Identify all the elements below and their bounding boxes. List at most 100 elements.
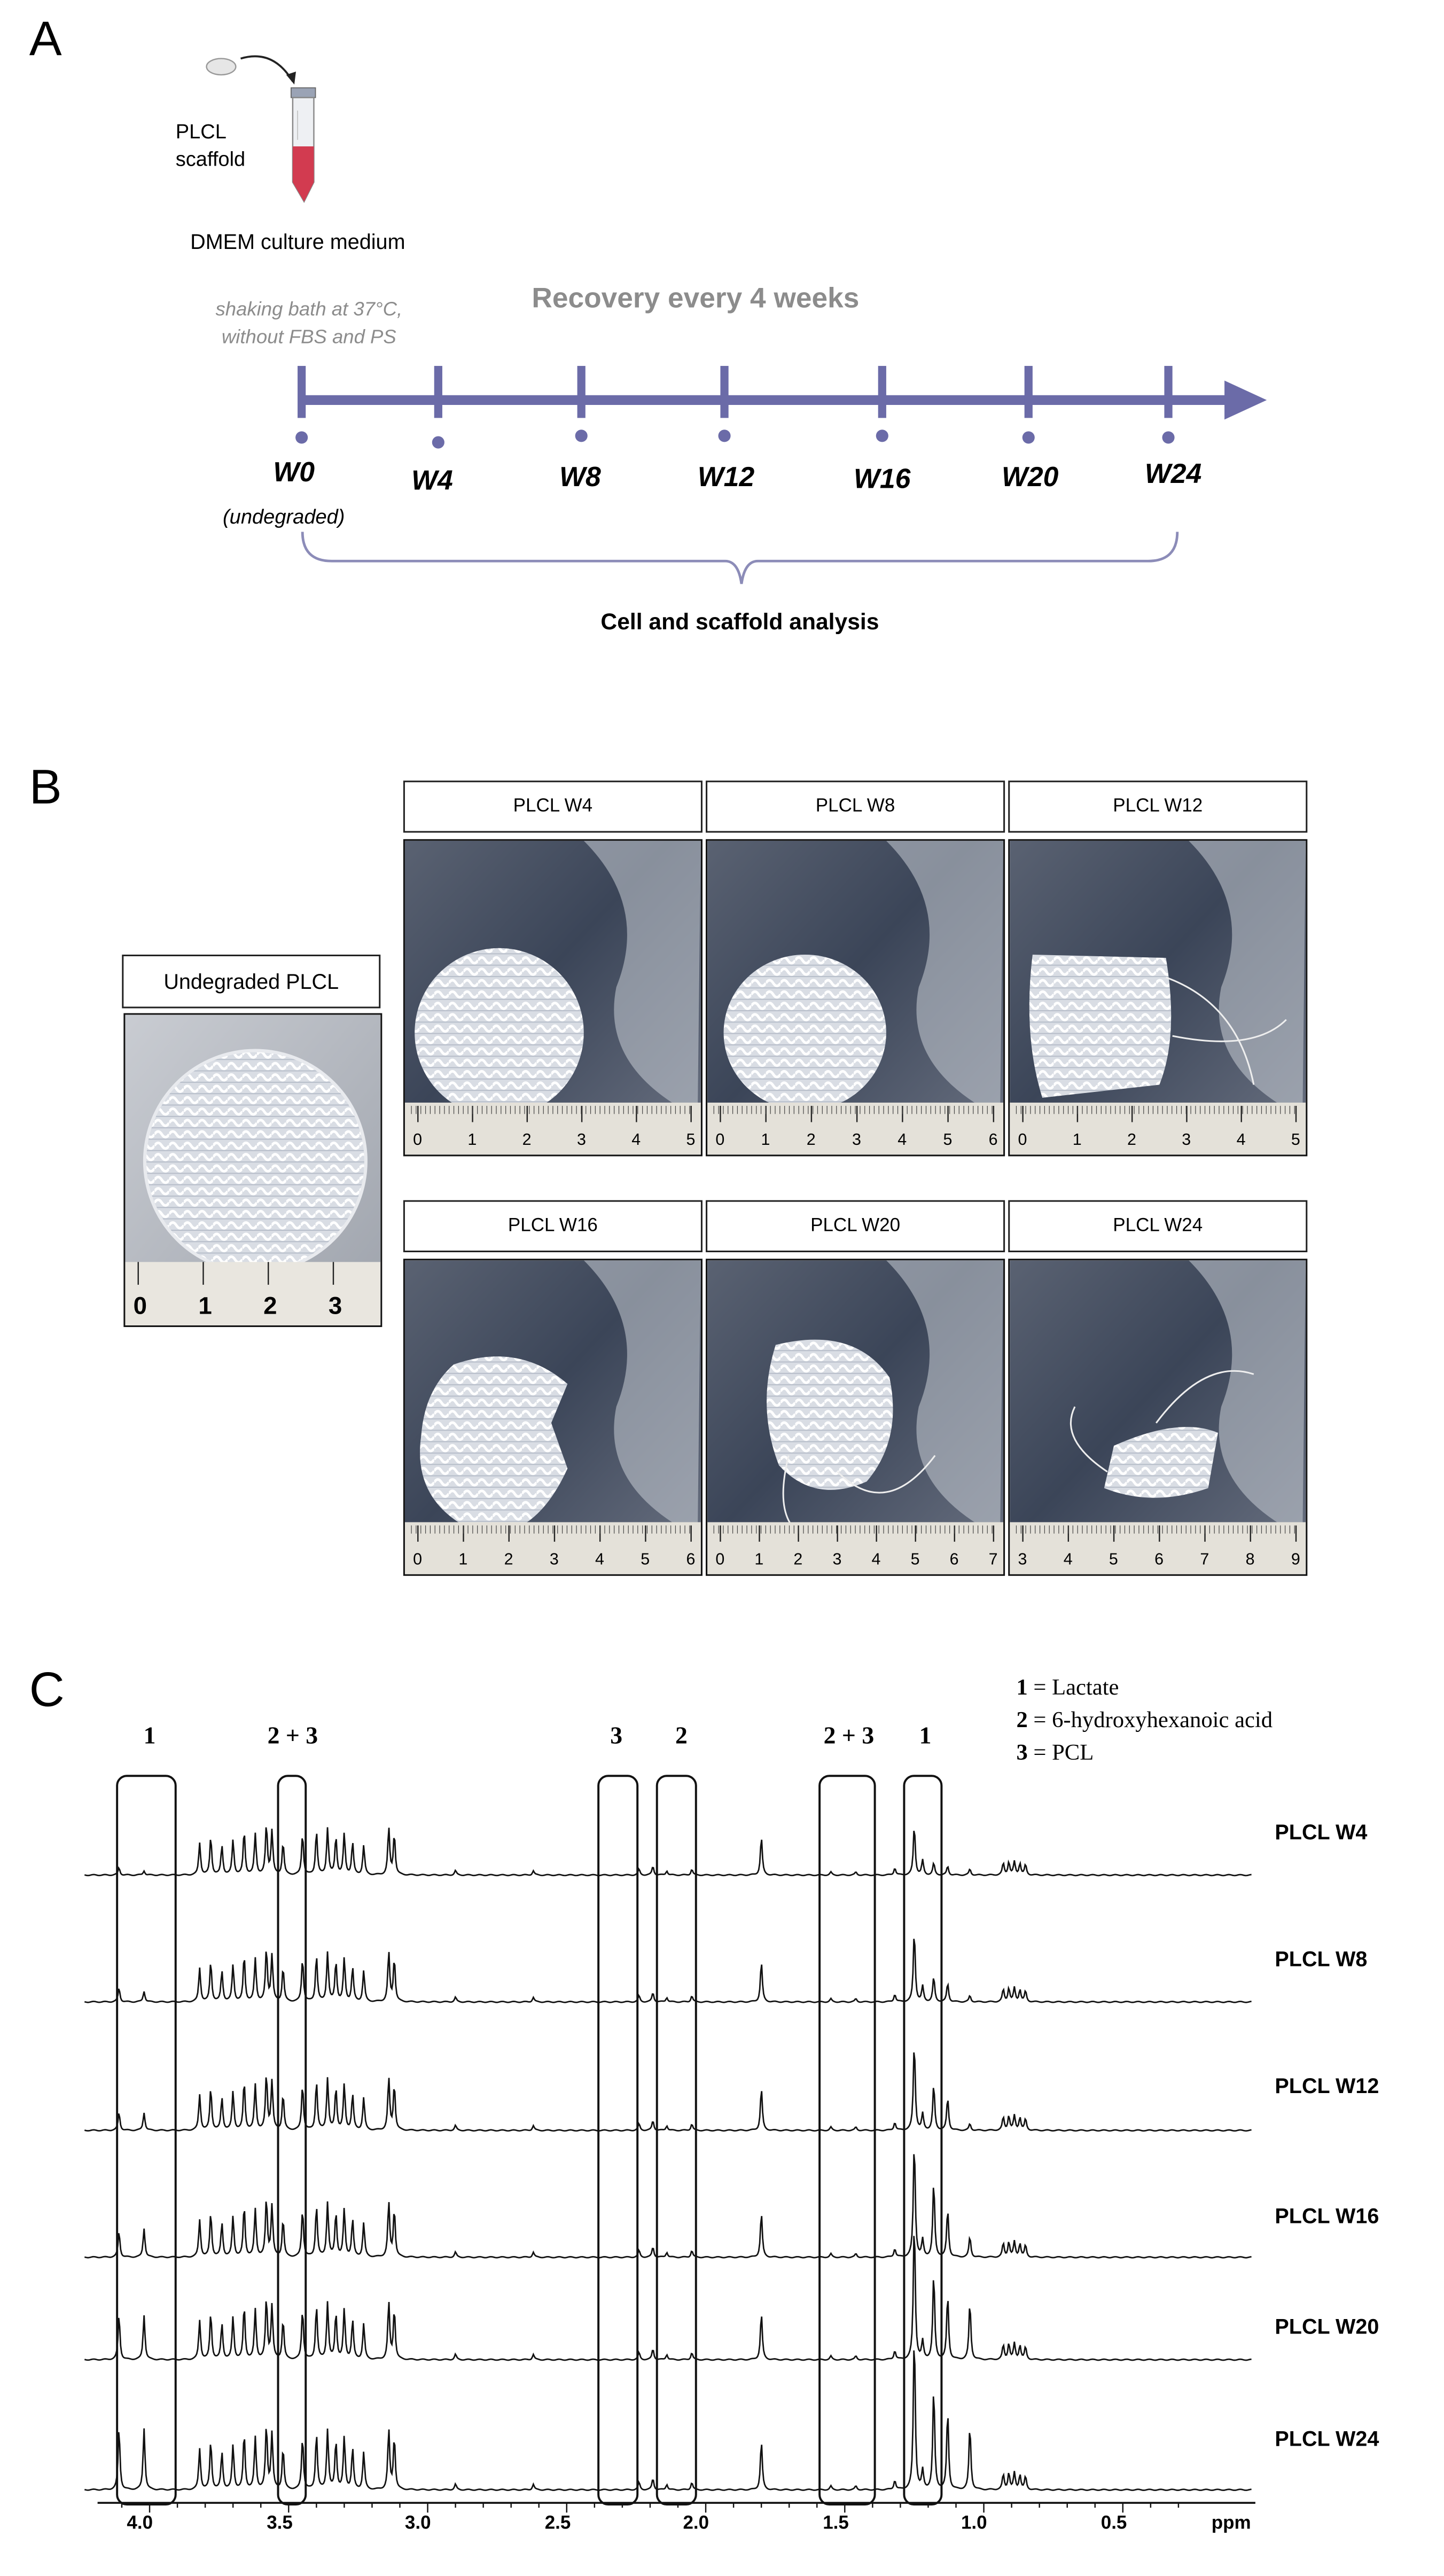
scaffold-to-tube-icon bbox=[206, 55, 316, 204]
spectrum-label: PLCL W24 bbox=[1275, 2426, 1379, 2451]
timepoint-w12: W12 bbox=[697, 462, 755, 493]
ruler-num: 5 bbox=[641, 1550, 650, 1568]
axis-tick: 2.5 bbox=[544, 2514, 571, 2534]
spectrum-label: PLCL W8 bbox=[1275, 1946, 1368, 1971]
ruler-num: 1 bbox=[761, 1130, 770, 1149]
spectrum-label: PLCL W12 bbox=[1275, 2073, 1379, 2098]
nmr-region-box bbox=[277, 1775, 307, 2506]
ruler-num: 5 bbox=[1291, 1130, 1300, 1149]
ruler-num: 5 bbox=[943, 1130, 952, 1149]
ruler-num: 6 bbox=[989, 1130, 998, 1149]
ruler-num: 7 bbox=[1200, 1550, 1209, 1568]
ruler-num: 5 bbox=[1109, 1550, 1118, 1568]
photo-label: PLCL W24 bbox=[1008, 1200, 1308, 1253]
ruler-num: 2 bbox=[263, 1292, 277, 1320]
timepoint-w0: W0 bbox=[273, 457, 315, 488]
region-label: 2 + 3 bbox=[823, 1723, 875, 1750]
ruler-num: 3 bbox=[1018, 1550, 1027, 1568]
ruler-num: 9 bbox=[1291, 1550, 1300, 1568]
ruler-num: 0 bbox=[413, 1130, 422, 1149]
ruler-num: 3 bbox=[550, 1550, 559, 1568]
photo-label: PLCL W12 bbox=[1008, 780, 1308, 833]
ruler-num: 0 bbox=[1018, 1130, 1027, 1149]
ruler-num: 4 bbox=[897, 1130, 907, 1149]
nmr-spectrum-trace bbox=[84, 1827, 1252, 1877]
legend-text: = 6-hydroxyhexanoic acid bbox=[1027, 1709, 1273, 1734]
region-label: 3 bbox=[610, 1723, 623, 1750]
analysis-brace bbox=[301, 532, 1179, 584]
panel-label-b: B bbox=[29, 761, 62, 815]
timepoint-w20: W20 bbox=[1002, 462, 1059, 493]
axis-tick: 1.5 bbox=[823, 2514, 849, 2534]
medium-label: DMEM culture medium bbox=[190, 229, 405, 254]
ruler-num: 2 bbox=[1127, 1130, 1136, 1149]
nmr-region-box bbox=[597, 1775, 639, 2506]
degraded-scaffold-photo: 3 4 5 6 7 8 9 bbox=[1008, 1259, 1308, 1576]
timepoint-w24: W24 bbox=[1144, 458, 1202, 490]
ruler-num: 6 bbox=[1154, 1550, 1164, 1568]
timepoint-w4: W4 bbox=[411, 465, 453, 496]
ruler-num: 3 bbox=[852, 1130, 861, 1149]
spectrum-label: PLCL W16 bbox=[1275, 2203, 1379, 2228]
w0-note: (undegraded) bbox=[223, 505, 345, 529]
ruler-num: 1 bbox=[1073, 1130, 1082, 1149]
scaffold-label: PLCL scaffold bbox=[175, 120, 246, 171]
ruler-num: 5 bbox=[686, 1130, 696, 1149]
panel-label-a: A bbox=[29, 13, 62, 67]
region-label: 1 bbox=[919, 1723, 932, 1750]
photo-label: PLCL W4 bbox=[403, 780, 703, 833]
photo-label: PLCL W20 bbox=[706, 1200, 1005, 1253]
degraded-scaffold-photo: 0 1 2 3 4 5 bbox=[1008, 839, 1308, 1157]
degraded-scaffold-photo: 0 1 2 3 4 5 6 bbox=[403, 1259, 703, 1576]
legend-num: 2 bbox=[1016, 1709, 1028, 1734]
ruler-num: 0 bbox=[134, 1292, 147, 1320]
axis-tick: 3.5 bbox=[267, 2514, 293, 2534]
timepoint-w8: W8 bbox=[559, 462, 601, 493]
degraded-scaffold-photo: 0 1 2 3 4 5 bbox=[403, 839, 703, 1157]
nmr-legend: 1 = Lactate 2 = 6-hydroxyhexanoic acid 3… bbox=[1016, 1673, 1273, 1771]
ruler-num: 1 bbox=[458, 1550, 467, 1568]
legend-num: 1 bbox=[1016, 1676, 1028, 1701]
nmr-spectrum-trace bbox=[84, 2350, 1252, 2491]
axis-tick: 1.0 bbox=[961, 2514, 987, 2534]
legend-text: = PCL bbox=[1027, 1742, 1094, 1767]
ruler-num: 3 bbox=[1182, 1130, 1191, 1149]
panel-label-c: C bbox=[29, 1664, 65, 1718]
ruler-num: 4 bbox=[1064, 1550, 1073, 1568]
ruler-num: 2 bbox=[522, 1130, 532, 1149]
axis-tick: 3.0 bbox=[404, 2514, 431, 2534]
legend-num: 3 bbox=[1016, 1742, 1028, 1767]
timeline-arrow bbox=[295, 365, 1267, 449]
ruler-num: 1 bbox=[467, 1130, 477, 1149]
ruler-num: 2 bbox=[807, 1130, 816, 1149]
ruler-num: 4 bbox=[872, 1550, 881, 1568]
ruler-num: 7 bbox=[989, 1550, 998, 1568]
axis-tick: 4.0 bbox=[127, 2514, 153, 2534]
ruler-num: 3 bbox=[577, 1130, 586, 1149]
ruler-num: 4 bbox=[1237, 1130, 1246, 1149]
legend-text: = Lactate bbox=[1027, 1676, 1119, 1701]
ruler-num: 0 bbox=[413, 1550, 422, 1568]
ruler-num: 4 bbox=[595, 1550, 604, 1568]
ruler-num: 2 bbox=[504, 1550, 513, 1568]
ruler-num: 8 bbox=[1246, 1550, 1255, 1568]
nmr-region-box bbox=[116, 1775, 177, 2506]
nmr-spectrum-trace bbox=[84, 1939, 1252, 2003]
spectrum-label: PLCL W4 bbox=[1275, 1820, 1368, 1845]
nmr-region-box bbox=[903, 1775, 943, 2506]
nmr-spectrum-trace bbox=[84, 2154, 1252, 2259]
region-label: 1 bbox=[143, 1723, 156, 1750]
photo-label: PLCL W16 bbox=[403, 1200, 703, 1253]
spectrum-label: PLCL W20 bbox=[1275, 2314, 1379, 2339]
nmr-region-box bbox=[655, 1775, 697, 2506]
ruler-num: 6 bbox=[686, 1550, 696, 1568]
recovery-label: Recovery every 4 weeks bbox=[532, 281, 860, 314]
ruler-num: 4 bbox=[631, 1130, 641, 1149]
nmr-spectrum-trace bbox=[84, 2052, 1252, 2132]
timepoint-w16: W16 bbox=[854, 463, 911, 495]
ruler-num: 5 bbox=[911, 1550, 920, 1568]
axis-tick: 0.5 bbox=[1100, 2514, 1127, 2534]
